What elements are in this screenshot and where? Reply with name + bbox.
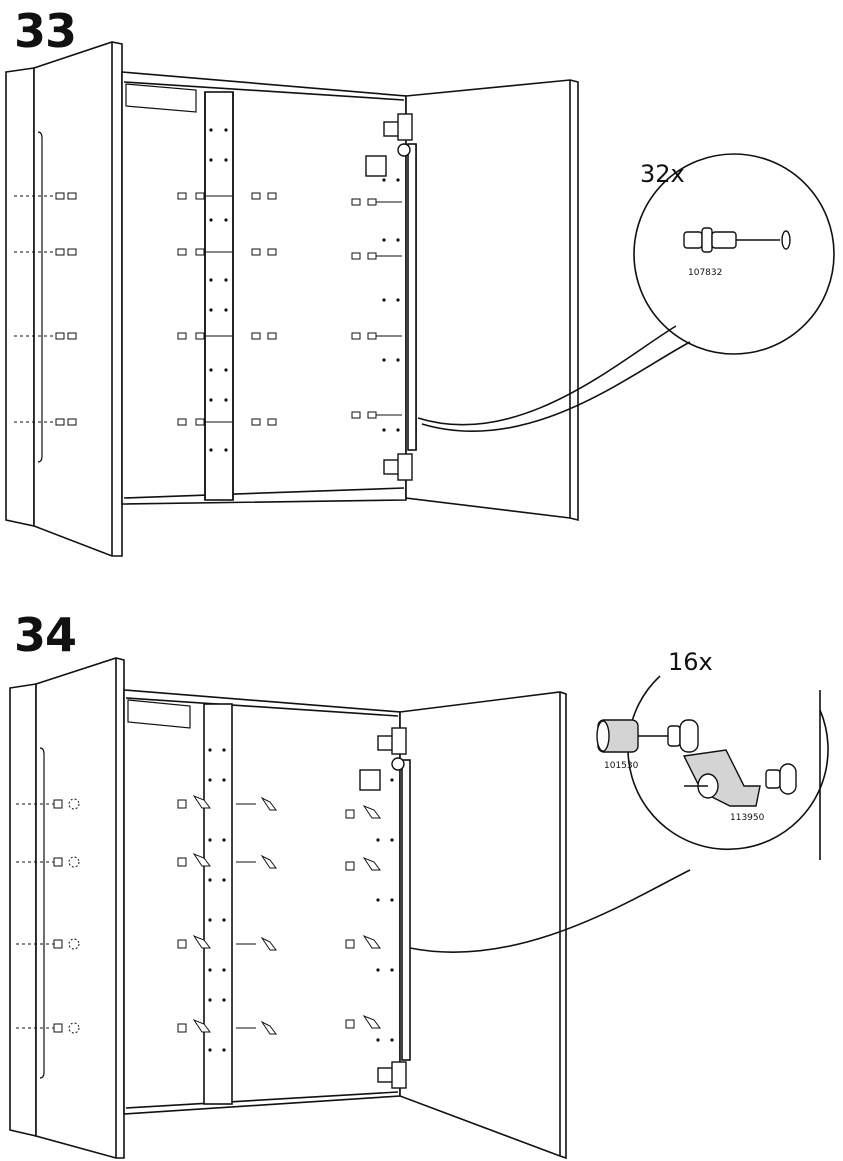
part-number: 101530 — [604, 761, 639, 771]
left-door-front — [36, 658, 124, 1158]
part-number: 107832 — [688, 268, 722, 278]
left-door-front — [34, 42, 122, 556]
left-door — [10, 684, 36, 1136]
cabinet-back — [122, 72, 406, 504]
right-door — [400, 692, 566, 1158]
step-33-illustration: 32x 107832 — [0, 0, 843, 570]
right-door — [406, 80, 578, 520]
quantity-label: 16x — [668, 648, 713, 676]
cabinet-back — [124, 690, 400, 1114]
quantity-label: 32x — [640, 160, 685, 188]
part-number: 113950 — [730, 813, 765, 823]
step-34-illustration: 16x 101530 113950 — [0, 580, 843, 1161]
left-door — [6, 68, 34, 526]
